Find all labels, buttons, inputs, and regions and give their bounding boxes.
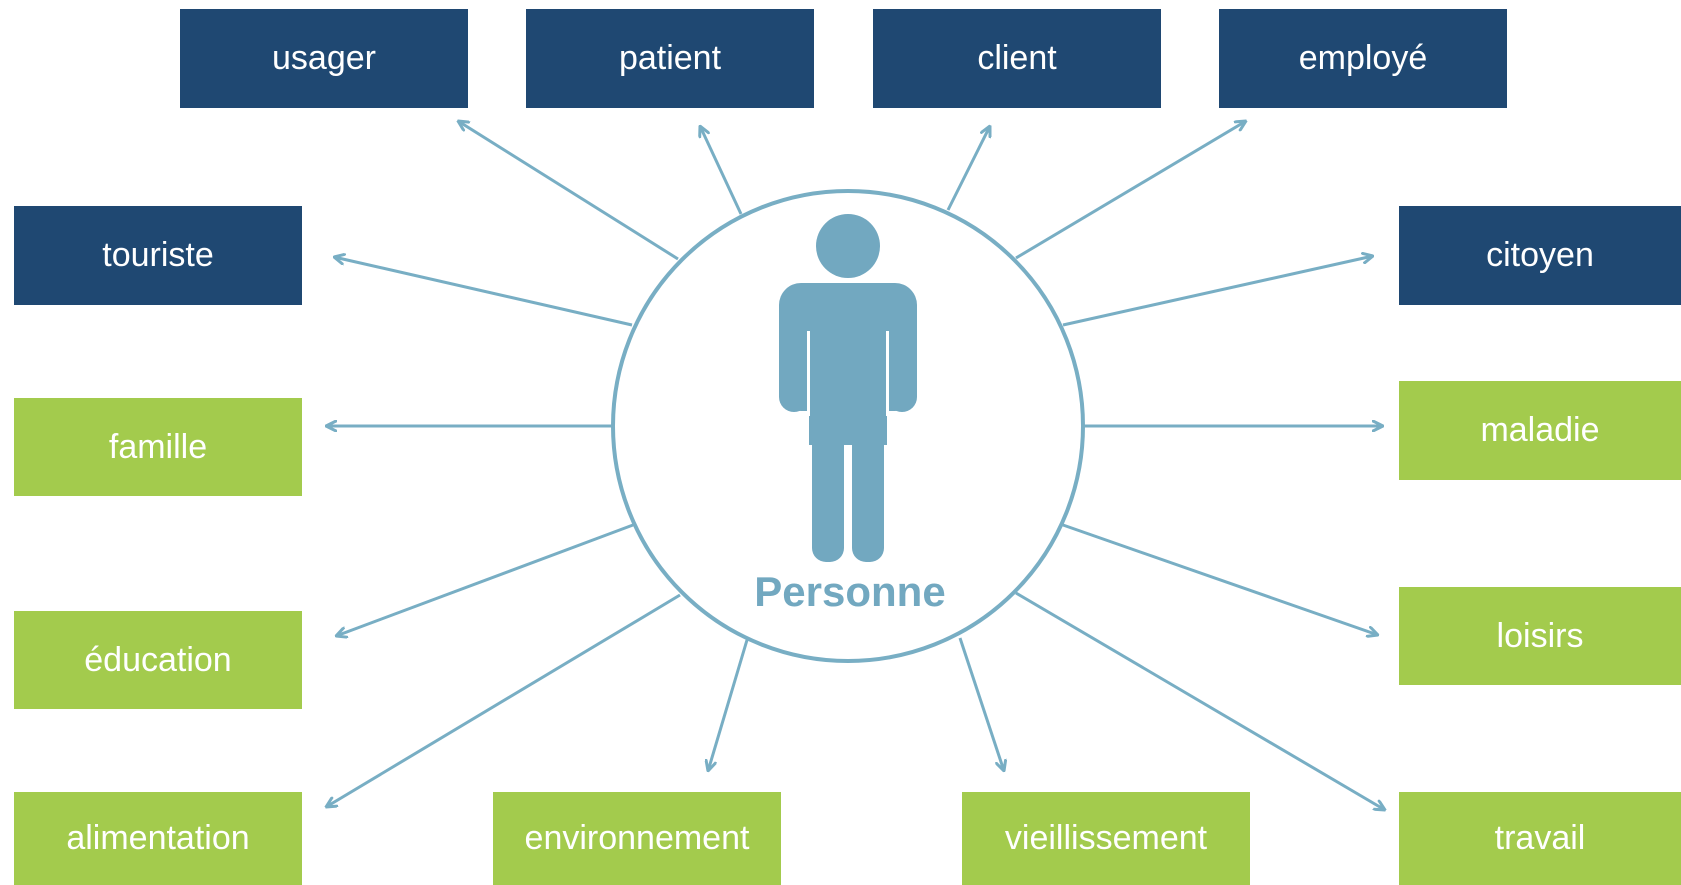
arrow-to-citoyen	[1062, 256, 1373, 327]
box-travail: travail	[1399, 792, 1681, 885]
arrow-to-client	[946, 126, 990, 211]
arrow-to-education	[336, 523, 634, 636]
arrow-to-environnement	[708, 639, 749, 771]
box-maladie: maladie	[1399, 381, 1681, 480]
arrow-to-alimentation	[326, 593, 681, 807]
box-citoyen: citoyen	[1399, 206, 1681, 305]
box-usager: usager	[180, 9, 468, 108]
box-patient: patient	[526, 9, 814, 108]
arrow-group	[326, 121, 1385, 810]
box-environnement: environnement	[493, 792, 781, 885]
arrow-to-usager	[458, 121, 679, 261]
arrow-to-employe	[1015, 121, 1246, 260]
box-education: éducation	[14, 611, 302, 709]
box-client: client	[873, 9, 1161, 108]
arrow-to-loisirs	[1062, 523, 1378, 635]
arrow-to-patient	[700, 126, 743, 215]
box-alimentation: alimentation	[14, 792, 302, 885]
person-icon	[779, 214, 917, 562]
box-famille: famille	[14, 398, 302, 496]
box-loisirs: loisirs	[1399, 587, 1681, 685]
center-label: Personne	[754, 568, 946, 615]
box-vieillissement: vieillissement	[962, 792, 1250, 885]
arrow-to-vieillissement	[958, 637, 1004, 771]
box-touriste: touriste	[14, 206, 302, 305]
arrow-to-touriste	[334, 257, 633, 327]
arrow-to-travail	[1015, 591, 1385, 810]
box-employe: employé	[1219, 9, 1507, 108]
